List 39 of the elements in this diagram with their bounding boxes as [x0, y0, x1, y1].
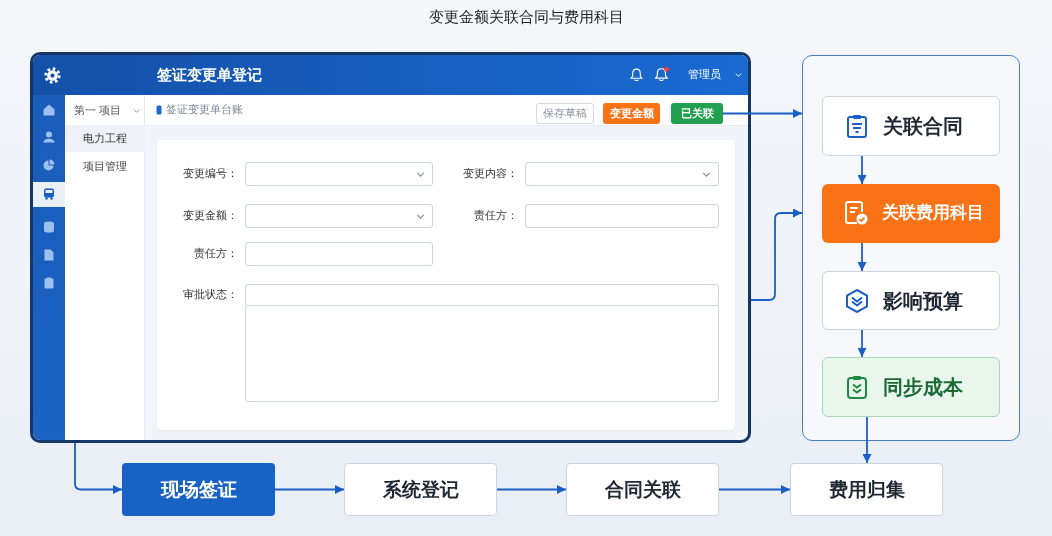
breadcrumb-text: 签证变更单台账 [166, 103, 243, 116]
step-label: 影响预算 [883, 289, 963, 313]
arrow [857, 242, 867, 272]
app-window [30, 52, 751, 443]
arrow [857, 155, 867, 185]
arrow [74, 442, 123, 494]
arrow [722, 109, 803, 118]
arrow [496, 485, 567, 494]
arrow [857, 329, 867, 358]
active-menu-item: 电力工程 [65, 125, 145, 152]
step-label: 同步成本 [883, 375, 963, 399]
step-box [822, 357, 1000, 417]
highlighted-step-box [822, 184, 1000, 243]
outline-button: 保存草稿 [536, 103, 594, 124]
arrow [718, 485, 791, 494]
process-box: 合同关联 [566, 463, 719, 516]
account-label: 管理员 [688, 68, 721, 81]
step-label: 关联合同 [883, 114, 963, 138]
field-label: 责任方： [474, 209, 518, 223]
field-label: 变更金额： [183, 209, 238, 223]
window-title: 签证变更单登记 [157, 66, 262, 84]
process-box: 现场签证 [122, 463, 275, 516]
arrow [862, 416, 872, 464]
process-panel [802, 55, 1020, 441]
field-label: 变更编号： [183, 167, 238, 181]
arrow [750, 208, 803, 301]
step-box [822, 271, 1000, 330]
arrow [274, 485, 345, 494]
diagram-title: 变更金额关联合同与费用科目 [428, 8, 624, 26]
field-label: 变更内容： [463, 167, 518, 181]
linked-status-button: 已关联 [671, 103, 723, 124]
step-label: 关联费用科目 [882, 202, 984, 223]
step-box [822, 96, 1000, 156]
process-box: 费用归集 [790, 463, 943, 516]
action-button: 变更金额 [603, 103, 660, 124]
project-selector-label: 第一 项目 [74, 104, 122, 117]
process-box: 系统登记 [344, 463, 497, 516]
field-label: 责任方： [194, 247, 238, 261]
field-label: 审批状态： [183, 288, 238, 302]
